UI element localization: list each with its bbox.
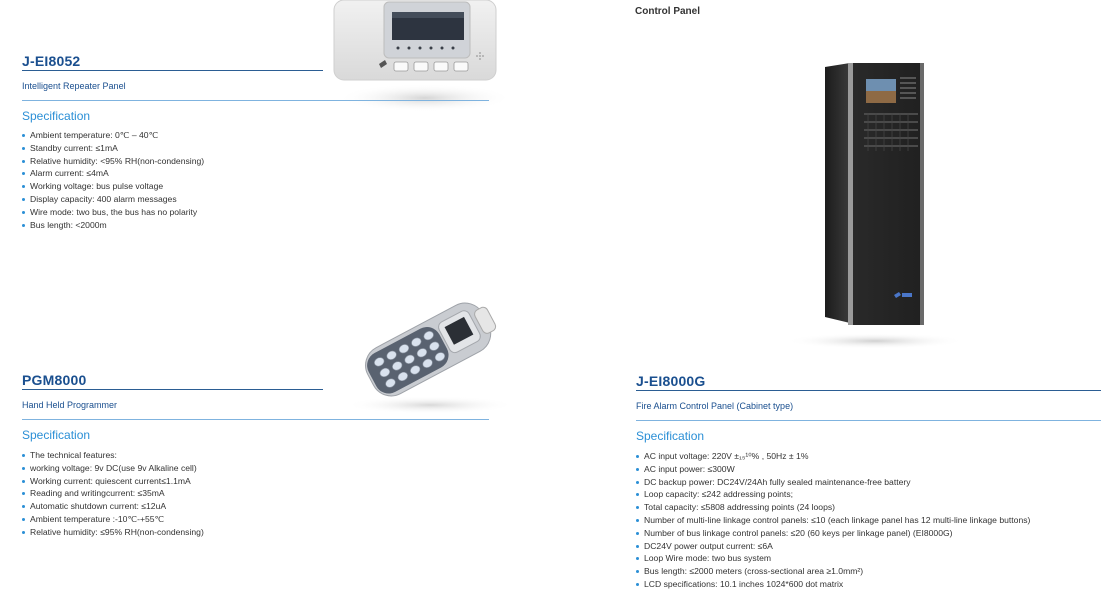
repeater-panel-illustration	[333, 0, 513, 112]
spec-item: Relative humidity: ≤95% RH(non-condensin…	[22, 526, 204, 539]
specification-heading: Specification	[636, 429, 705, 443]
spec-item: Ambient temperature :-10℃-+55℃	[22, 513, 204, 526]
spec-item: Relative humidity: <95% RH(non-condensin…	[22, 155, 204, 168]
spec-item: Number of multi-line linkage control pan…	[636, 514, 1030, 527]
spec-item: Bus length: ≤2000 meters (cross-sectiona…	[636, 565, 1030, 578]
spec-item: Bus length: <2000m	[22, 219, 204, 232]
spec-list: Ambient temperature: 0℃ – 40℃ Standby cu…	[22, 129, 204, 231]
spec-item: Working voltage: bus pulse voltage	[22, 180, 204, 193]
product-subtitle: Hand Held Programmer	[22, 400, 118, 410]
title-rule	[636, 390, 1101, 391]
spec-list: AC input voltage: 220V ±₁₅¹⁰% , 50Hz ± 1…	[636, 450, 1030, 591]
product-model-j-ei8000g: J-EI8000G	[636, 373, 706, 389]
subtitle-rule	[636, 420, 1101, 421]
title-rule	[22, 389, 323, 390]
specification-heading: Specification	[22, 428, 91, 442]
spec-item: Alarm current: ≤4mA	[22, 167, 204, 180]
cabinet-image	[780, 55, 970, 355]
title-rule	[22, 70, 323, 71]
spec-item: DC24V power output current: ≤6A	[636, 540, 1030, 553]
product-model-pgm8000: PGM8000	[22, 372, 87, 388]
spec-item: Automatic shutdown current: ≤12uA	[22, 500, 204, 513]
spec-item: Total capacity: ≤5808 addressing points …	[636, 501, 1030, 514]
spec-item: Ambient temperature: 0℃ – 40℃	[22, 129, 204, 142]
spec-item: Display capacity: 400 alarm messages	[22, 193, 204, 206]
spec-item: AC input power: ≤300W	[636, 463, 1030, 476]
programmer-image	[335, 295, 520, 420]
repeater-panel-image	[330, 0, 520, 120]
product-subtitle: Intelligent Repeater Panel	[22, 81, 126, 91]
spec-item: Reading and writingcurrent: ≤35mA	[22, 487, 204, 500]
specification-heading: Specification	[22, 109, 91, 123]
subtitle-rule	[22, 100, 489, 101]
spec-item: Number of bus linkage control panels: ≤2…	[636, 527, 1030, 540]
spec-item: LCD specifications: 10.1 inches 1024*600…	[636, 578, 1030, 591]
cabinet-illustration	[785, 63, 965, 349]
spec-item: The technical features:	[22, 449, 204, 462]
spec-item: DC backup power: DC24V/24Ah fully sealed…	[636, 476, 1030, 489]
section-title: Control Panel	[635, 6, 701, 17]
product-subtitle: Fire Alarm Control Panel (Cabinet type)	[636, 401, 794, 411]
programmer-illustration	[345, 302, 515, 414]
product-model-j-ei8052: J-EI8052	[22, 53, 81, 69]
spec-item: Wire mode: two bus, the bus has no polar…	[22, 206, 204, 219]
spec-list: The technical features: working voltage:…	[22, 449, 204, 539]
spec-item: Standby current: ≤1mA	[22, 142, 204, 155]
spec-item: Working current: quiescent current≤1.1mA	[22, 475, 204, 488]
spec-item: Loop capacity: ≤242 addressing points;	[636, 488, 1030, 501]
spec-item: working voltage: 9v DC(use 9v Alkaline c…	[22, 462, 204, 475]
spec-item: Loop Wire mode: two bus system	[636, 552, 1030, 565]
subtitle-rule	[22, 419, 489, 420]
spec-item: AC input voltage: 220V ±₁₅¹⁰% , 50Hz ± 1…	[636, 450, 1030, 463]
